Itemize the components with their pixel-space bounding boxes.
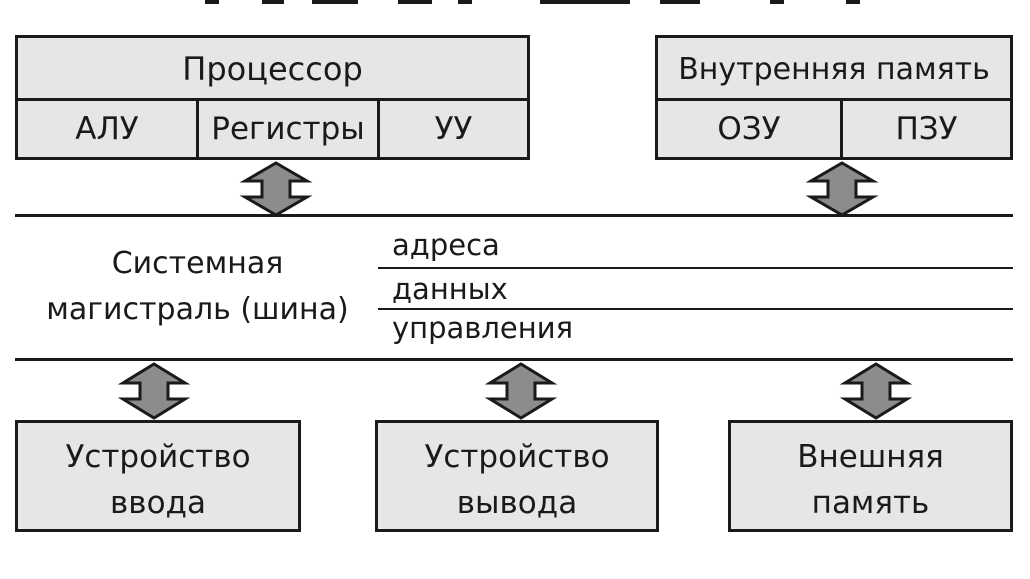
bus-bottom-line — [15, 358, 1013, 361]
system-bus-label-line1: Системная — [111, 246, 284, 281]
memory-bus-double-arrow — [805, 161, 879, 217]
external-memory-line1: Внешняя — [797, 439, 944, 475]
processor-block: Процессор АЛУ Регистры УУ — [15, 35, 530, 160]
external-memory-line2: память — [811, 485, 930, 521]
ram-cell: ОЗУ — [658, 101, 843, 157]
processor-bus-double-arrow — [239, 161, 313, 217]
external-memory-bus-double-arrow — [839, 362, 913, 420]
data-bus-label: данных — [392, 272, 508, 306]
input-device-line2: ввода — [110, 485, 206, 521]
text-fragment — [660, 0, 700, 4]
top-edge-fragments — [0, 0, 1030, 8]
external-memory-block: Внешняя память — [728, 420, 1013, 532]
output-device-line1: Устройство — [424, 439, 610, 475]
text-fragment — [770, 0, 784, 4]
output-device-block: Устройство вывода — [375, 420, 659, 532]
system-bus-label-line2: магистраль (шина) — [46, 292, 349, 327]
rom-cell: ПЗУ — [895, 111, 958, 147]
text-fragment — [540, 0, 630, 4]
processor-divider — [18, 98, 527, 101]
registers-cell: Регистры — [199, 101, 380, 157]
output-bus-double-arrow — [484, 362, 558, 420]
text-fragment — [312, 0, 358, 4]
input-bus-double-arrow — [117, 362, 191, 420]
output-device-line2: вывода — [456, 485, 578, 521]
control-unit-cell: УУ — [434, 111, 473, 147]
address-bus-label: адреса — [392, 228, 500, 262]
data-bus-line — [378, 308, 1013, 310]
alu-cell: АЛУ — [18, 101, 199, 157]
processor-title: Процессор — [182, 50, 363, 88]
text-fragment — [458, 0, 472, 4]
input-device-block: Устройство ввода — [15, 420, 301, 532]
internal-memory-title: Внутренняя память — [678, 51, 990, 87]
text-fragment — [205, 0, 219, 4]
address-bus-line — [378, 267, 1013, 269]
text-fragment — [398, 0, 432, 4]
input-device-line1: Устройство — [65, 439, 251, 475]
bus-top-line — [15, 214, 1013, 217]
internal-memory-divider — [658, 98, 1010, 101]
text-fragment — [262, 0, 284, 4]
control-bus-label: управления — [392, 311, 574, 345]
text-fragment — [846, 0, 860, 4]
internal-memory-block: Внутренняя память ОЗУ ПЗУ — [655, 35, 1013, 160]
